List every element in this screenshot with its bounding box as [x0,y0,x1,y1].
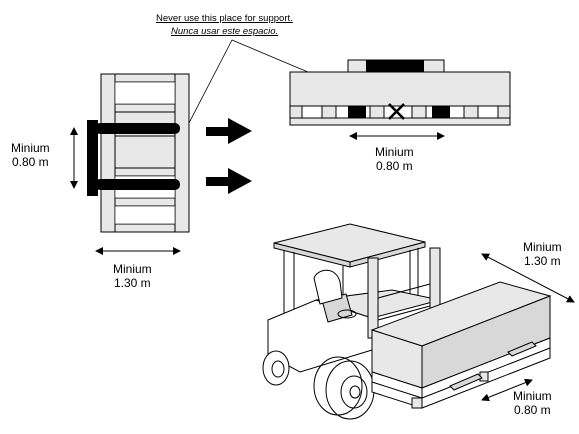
pallet-top-view [100,73,190,233]
label-min-130-bottom: Minium 1.30 m [113,262,152,290]
warning-note-english: Never use this place for support. [156,13,293,24]
label-line1: Minium [513,389,552,403]
pallet-side-view [289,59,511,126]
label-line2: 1.30 m [523,254,561,268]
forklift-illustration [262,223,441,420]
label-line1: Minium [11,141,50,155]
label-line1: Minium [523,240,562,254]
warning-note-spanish: Nunca usar este espacio. [171,26,279,37]
label-line2: 1.30 m [113,276,151,290]
label-line2: 0.80 m [513,403,551,417]
dimension-arrow-forklift-length [481,253,575,303]
no-support-x-mark-stroke [388,103,405,120]
label-min-080-forklift: Minium 0.80 m [513,389,552,417]
dimension-arrow-forklift-width [481,378,533,402]
insertion-arrow-upper [206,118,252,144]
label-line2: 0.80 m [375,159,413,173]
label-min-080-left: Minium 0.80 m [11,141,50,169]
forklift-forks-top-view [87,120,180,196]
insertion-arrow-lower [206,168,252,194]
label-line1: Minium [113,262,152,276]
label-line2: 0.80 m [11,155,49,169]
label-min-130-forklift: Minium 1.30 m [523,240,562,268]
label-line1: Minium [375,145,414,159]
label-min-080-side: Minium 0.80 m [375,145,414,173]
